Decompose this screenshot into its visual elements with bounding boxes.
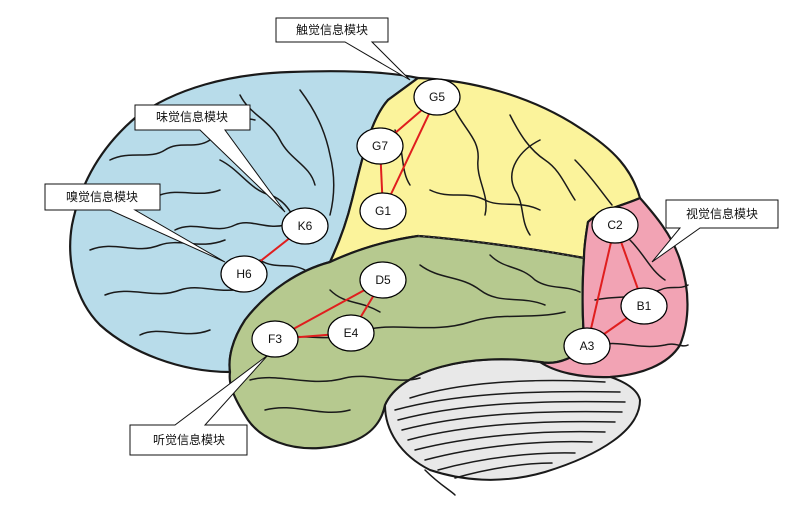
callout-auditory: 听觉信息模块 xyxy=(129,354,269,456)
node-C2: C2 xyxy=(591,206,639,244)
node-D5-label: D5 xyxy=(375,273,391,287)
node-G5-label: G5 xyxy=(429,90,445,104)
callout-smell-label: 嗅觉信息模块 xyxy=(66,189,138,204)
node-F3-label: F3 xyxy=(268,332,282,346)
node-G7: G7 xyxy=(356,127,404,165)
callout-visual-label: 视觉信息模块 xyxy=(686,206,758,221)
node-G7-label: G7 xyxy=(372,139,388,153)
cerebellum xyxy=(383,358,642,496)
node-C2-label: C2 xyxy=(607,218,623,232)
callout-taste-label: 味觉信息模块 xyxy=(156,109,228,124)
node-A3-label: A3 xyxy=(580,339,595,353)
node-D5: D5 xyxy=(359,261,407,299)
callout-tactile-label: 触觉信息模块 xyxy=(296,22,368,37)
node-F3: F3 xyxy=(251,320,299,358)
node-E4-label: E4 xyxy=(344,326,359,340)
edge-G5-G1 xyxy=(382,96,438,212)
temporal-lobe xyxy=(228,234,587,450)
node-B1: B1 xyxy=(620,287,668,325)
node-H6-label: H6 xyxy=(236,267,252,281)
node-E4: E4 xyxy=(327,314,375,352)
node-A3: A3 xyxy=(563,327,611,365)
callout-tactile: 触觉信息模块 xyxy=(275,17,411,81)
node-K6: K6 xyxy=(281,207,329,245)
callout-smell: 嗅觉信息模块 xyxy=(44,183,226,263)
node-G1-label: G1 xyxy=(375,204,391,218)
callout-auditory-label: 听觉信息模块 xyxy=(153,432,225,447)
node-B1-label: B1 xyxy=(637,299,652,313)
callout-taste: 味觉信息模块 xyxy=(134,104,286,213)
node-H6: H6 xyxy=(220,255,268,293)
node-K6-label: K6 xyxy=(298,219,313,233)
edge-C2-A3 xyxy=(586,224,616,347)
node-G1: G1 xyxy=(359,192,407,230)
callout-visual: 视觉信息模块 xyxy=(651,199,779,263)
node-G5: G5 xyxy=(413,78,461,116)
